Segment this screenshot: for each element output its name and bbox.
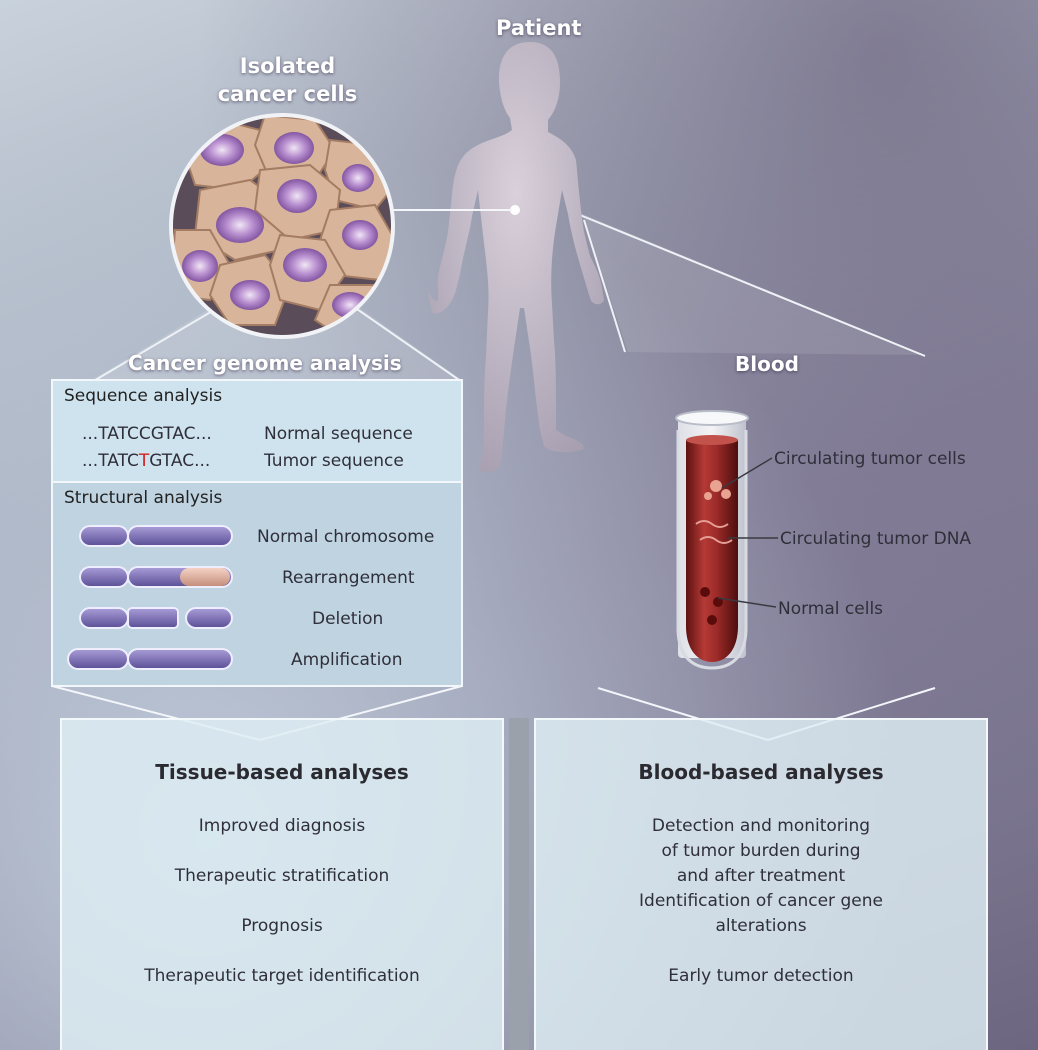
sequence-heading: Sequence analysis <box>64 386 223 406</box>
zoom-beam-blood <box>578 212 925 355</box>
pointer-normal <box>717 597 777 608</box>
isolated-cells-label: Isolated cancer cells <box>217 54 358 106</box>
normal-sequence-label: Normal sequence <box>264 424 413 444</box>
blood-panel-title: Blood-based analyses <box>638 760 884 784</box>
blood-item-monitoring: Detection and monitoring of tumor burden… <box>651 816 871 886</box>
chromosome-label-deletion: Deletion <box>312 609 384 629</box>
tumor-seq-prefix: ...TATC <box>82 451 139 471</box>
structural-heading: Structural analysis <box>64 488 223 508</box>
tissue-item-diagnosis: Improved diagnosis <box>198 816 366 836</box>
tumor-sequence-label: Tumor sequence <box>264 451 404 471</box>
chromosome-label-normal: Normal chromosome <box>257 527 435 547</box>
cancer-cells-magnified <box>172 116 392 336</box>
tumor-sequence: ...TATCTGTAC... <box>82 451 210 471</box>
zoom-line-blood-top <box>579 214 926 357</box>
tissue-item-stratification: Therapeutic stratification <box>174 866 390 886</box>
ctc-label: Circulating tumor cells <box>774 449 966 469</box>
blood-tube <box>675 410 749 670</box>
normal-sequence: ...TATCCGTAC... <box>82 424 212 444</box>
tissue-item-prognosis: Prognosis <box>241 916 323 936</box>
cancer-genome-label: Cancer genome analysis <box>128 351 402 375</box>
ctdna-label: Circulating tumor DNA <box>780 529 972 549</box>
chromosome-amplification <box>67 648 233 670</box>
tumor-site-marker <box>510 205 520 215</box>
patient-silhouette <box>428 42 604 473</box>
tissue-panel-title: Tissue-based analyses <box>155 760 409 784</box>
chromosome-deletion <box>79 607 233 629</box>
normal-cells-label: Normal cells <box>778 599 884 619</box>
magnifier-ring <box>169 113 395 339</box>
tissue-item-target: Therapeutic target identification <box>144 966 420 986</box>
chromosome-normal <box>79 525 233 547</box>
blood-item-early-detection: Early tumor detection <box>668 966 854 986</box>
panel-divider <box>509 718 529 1050</box>
chromosome-rearrangement <box>79 566 233 588</box>
blood-label: Blood <box>735 352 799 376</box>
blood-item-alterations: Identification of cancer gene alteration… <box>639 891 883 936</box>
patient-label: Patient <box>496 16 582 40</box>
pointer-ctc <box>721 457 773 489</box>
tissue-panel: Tissue-based analyses Improved diagnosis… <box>60 718 504 1050</box>
chromosome-label-amplification: Amplification <box>291 650 403 670</box>
genome-box-frame <box>51 379 463 687</box>
tumor-seq-suffix: GTAC... <box>149 451 211 471</box>
tumor-seq-mutation: T <box>138 451 150 471</box>
blood-panel: Blood-based analyses Detection and monit… <box>534 718 988 1050</box>
zoom-line-blood-bottom <box>583 219 626 353</box>
chromosome-label-rearrangement: Rearrangement <box>282 568 415 588</box>
